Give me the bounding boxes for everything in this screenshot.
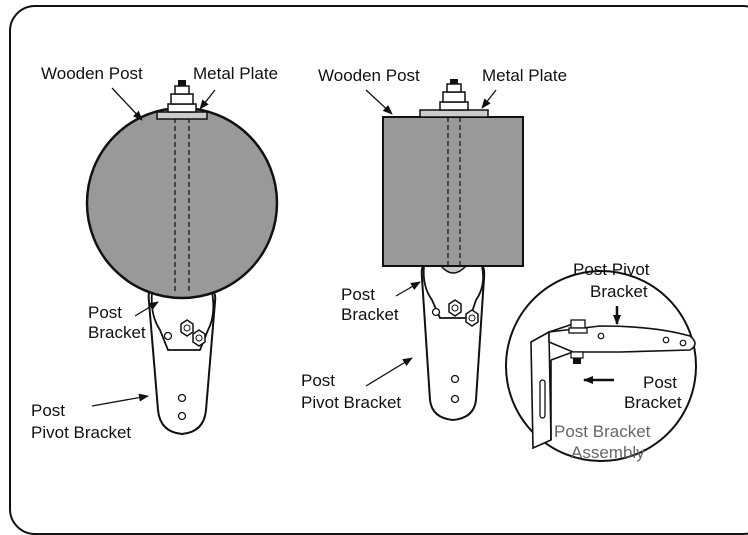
- mid-post-bracket-label-1: Post: [341, 285, 375, 304]
- mid-hex-nut-2: [465, 309, 479, 327]
- mid-post-bracket-label-2: Bracket: [341, 305, 399, 324]
- mid-pivot-label-1: Post: [301, 371, 335, 390]
- left-hex-nut-2: [192, 329, 206, 347]
- mid-metal-plate-label: Metal Plate: [482, 66, 567, 85]
- mid-hex-nut-1: [448, 299, 462, 317]
- mid-hole-3: [450, 394, 460, 404]
- inset-pivot-label-2: Bracket: [590, 282, 648, 301]
- left-hole-1: [163, 331, 173, 341]
- bracket-diagram: Wooden Post Metal Plate Post Bracket Pos…: [31, 64, 697, 462]
- inset-title-line-2: Assembly: [571, 443, 645, 462]
- inset-title-line-1: Post Bracket: [554, 422, 651, 441]
- left-hole-3: [177, 411, 187, 421]
- square-post-assembly: Wooden Post Metal Plate Post Bracket Pos…: [301, 66, 567, 422]
- left-hex-nut-1: [180, 319, 194, 337]
- left-post-bracket-label-2: Bracket: [88, 323, 146, 342]
- mid-metal-plate: [419, 109, 489, 118]
- mid-wooden-post-label: Wooden Post: [318, 66, 420, 85]
- inset-post-bracket-label-1: Post: [643, 373, 677, 392]
- left-pivot-label-2: Pivot Bracket: [31, 423, 131, 442]
- left-metal-plate: [156, 111, 208, 120]
- left-wooden-post-label: Wooden Post: [41, 64, 143, 83]
- inset-assembly: Post Pivot Bracket Post Bracket Post Bra…: [505, 260, 697, 462]
- round-wooden-post: [85, 106, 279, 300]
- mid-washer: [440, 265, 467, 274]
- round-post-assembly: Wooden Post Metal Plate Post Bracket Pos…: [31, 64, 279, 442]
- left-hole-2: [177, 393, 187, 403]
- mid-pivot-label-2: Pivot Bracket: [301, 393, 401, 412]
- square-wooden-post: [382, 116, 524, 267]
- inset-circle: [505, 270, 697, 462]
- inset-post-bracket-label-2: Bracket: [624, 393, 682, 412]
- left-pivot-label-1: Post: [31, 401, 65, 420]
- left-metal-plate-label: Metal Plate: [193, 64, 278, 83]
- inset-pivot-label-1: Post Pivot: [573, 260, 650, 279]
- left-post-bracket-label-1: Post: [88, 303, 122, 322]
- mid-hole-1: [431, 307, 441, 317]
- mid-hole-2: [450, 374, 460, 384]
